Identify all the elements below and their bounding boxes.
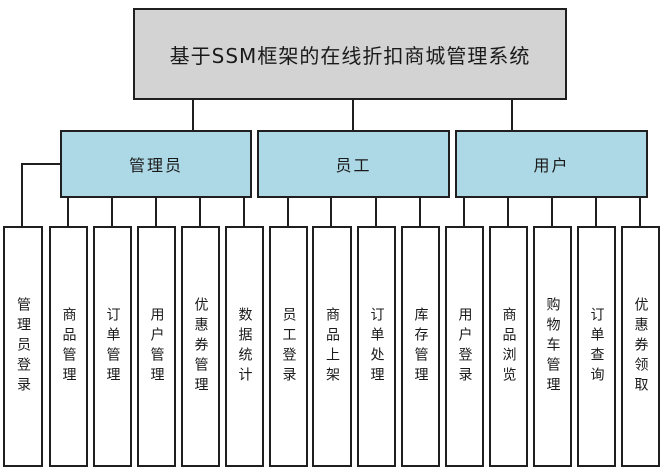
connector-root-staff (352, 100, 354, 130)
leaf-node-product-listing: 商品上架 (312, 226, 352, 467)
leaf-node-inventory-management: 库存管理 (401, 226, 440, 467)
leaf-label-user-login: 用户登录 (456, 306, 473, 387)
connector-leaf-2 (67, 198, 69, 226)
leaf-label-data-statistics: 数据统计 (236, 306, 253, 387)
leaf-label-staff-login: 员工登录 (280, 306, 297, 387)
connector-leaf-4 (155, 198, 157, 226)
root-node-system-title: 基于SSM框架的在线折扣商城管理系统 (133, 8, 567, 100)
connector-root-user (511, 100, 513, 130)
connector-leaf-10 (419, 198, 421, 226)
connector-leaf-6 (243, 198, 245, 226)
leaf-label-order-processing: 订单处理 (368, 306, 385, 387)
leaf-label-inventory-management: 库存管理 (412, 306, 429, 387)
connector-leaf-13 (551, 198, 553, 226)
leaf-node-user-login: 用户登录 (445, 226, 484, 467)
connector-admin-login-vertical (21, 163, 23, 226)
leaf-node-admin-login: 管理员登录 (3, 226, 43, 467)
category-staff-label: 员工 (335, 156, 372, 175)
connector-leaf-15 (639, 198, 641, 226)
connector-leaf-3 (111, 198, 113, 226)
leaf-node-staff-login: 员工登录 (269, 226, 308, 467)
connector-leaf-12 (507, 198, 509, 226)
leaf-label-order-management: 订单管理 (104, 306, 121, 387)
leaf-label-coupon-claim: 优惠券领取 (632, 296, 649, 397)
leaf-label-product-management: 商品管理 (60, 306, 77, 387)
leaf-node-cart-management: 购物车管理 (533, 226, 572, 467)
system-title-label: 基于SSM框架的在线折扣商城管理系统 (169, 43, 531, 68)
leaf-label-coupon-management: 优惠券管理 (192, 296, 209, 397)
connector-leaf-5 (199, 198, 201, 226)
leaf-label-admin-login: 管理员登录 (15, 296, 31, 397)
category-admin-label: 管理员 (128, 156, 183, 175)
connector-leaf-9 (375, 198, 377, 226)
category-node-staff: 员工 (257, 130, 450, 198)
leaf-node-product-management: 商品管理 (49, 226, 88, 467)
connector-leaf-7 (287, 198, 289, 226)
leaf-node-coupon-claim: 优惠券领取 (621, 226, 660, 467)
category-user-label: 用户 (533, 156, 570, 175)
leaf-node-data-statistics: 数据统计 (225, 226, 264, 467)
category-node-user: 用户 (455, 130, 648, 198)
leaf-node-order-inquiry: 订单查询 (577, 226, 616, 467)
connector-root-admin (192, 100, 194, 130)
connector-admin-login-horizontal (21, 163, 60, 165)
leaf-node-order-processing: 订单处理 (357, 226, 396, 467)
connector-leaf-14 (595, 198, 597, 226)
connector-leaf-11 (463, 198, 465, 226)
leaf-label-user-management: 用户管理 (148, 306, 165, 387)
leaf-label-product-listing: 商品上架 (324, 306, 340, 387)
leaf-label-cart-management: 购物车管理 (544, 296, 561, 397)
leaf-node-product-browsing: 商品浏览 (489, 226, 528, 467)
category-node-admin: 管理员 (60, 130, 252, 198)
leaf-node-coupon-management: 优惠券管理 (181, 226, 220, 467)
leaf-node-order-management: 订单管理 (93, 226, 132, 467)
connector-leaf-8 (330, 198, 332, 226)
leaf-node-user-management: 用户管理 (137, 226, 176, 467)
leaf-label-order-inquiry: 订单查询 (588, 306, 605, 387)
leaf-label-product-browsing: 商品浏览 (500, 306, 517, 387)
